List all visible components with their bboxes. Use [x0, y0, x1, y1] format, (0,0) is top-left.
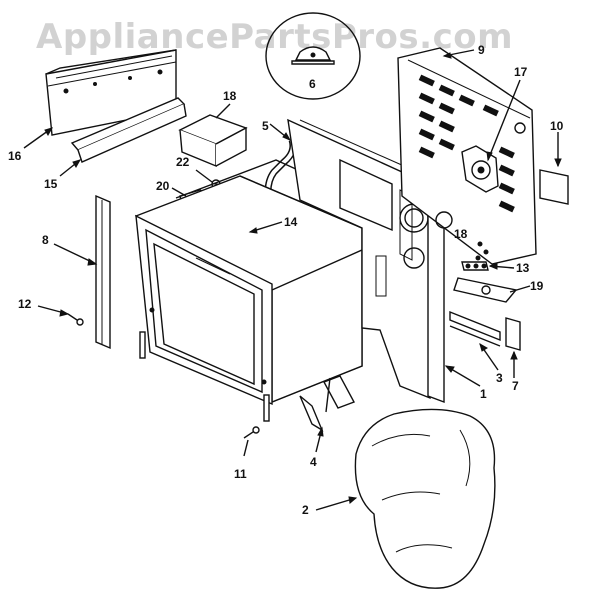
part-18-box	[178, 114, 248, 168]
part-15-strip	[70, 97, 187, 163]
callout-20: 20	[156, 179, 170, 193]
callout-13: 13	[516, 261, 530, 275]
part-1-wrapper	[287, 118, 445, 404]
callout-9: 9	[478, 43, 485, 57]
part-3-strip	[449, 310, 501, 347]
detail-circle-part-6	[265, 12, 361, 100]
callout-3: 3	[496, 371, 503, 385]
callout-15: 15	[44, 177, 58, 191]
part-19-plate	[453, 277, 518, 303]
callout-2: 2	[302, 503, 309, 517]
callout-11: 11	[234, 467, 247, 481]
part-13-terminal-block	[461, 261, 489, 271]
part-7-plate	[505, 317, 521, 351]
callout-17: 17	[514, 65, 528, 79]
part-11-screw	[243, 426, 260, 439]
callout-6: 6	[309, 77, 316, 91]
callout-8: 8	[42, 233, 49, 247]
callout-1: 1	[480, 387, 487, 401]
callout-10: 10	[550, 119, 564, 133]
callout-7: 7	[512, 379, 519, 393]
callout-22: 22	[176, 155, 190, 169]
part-10-panel	[539, 169, 569, 205]
part-18-screws	[475, 241, 489, 261]
oven-cavity	[134, 159, 365, 422]
part-12-screw	[67, 313, 84, 326]
callout-18-lower: 18	[454, 227, 468, 241]
callout-12: 12	[18, 297, 32, 311]
callout-14: 14	[284, 215, 298, 229]
part-4-hinge	[299, 375, 355, 432]
callouts: 16 15 18 5 6 22 20 14 9 17 10 8 12	[8, 43, 564, 517]
part-8-side-trim	[95, 194, 111, 350]
callout-18-top: 18	[223, 89, 237, 103]
callout-5: 5	[262, 119, 269, 133]
part-2-insulation	[354, 408, 496, 589]
callout-16: 16	[8, 149, 22, 163]
callout-4: 4	[310, 455, 317, 469]
callout-19: 19	[530, 279, 544, 293]
